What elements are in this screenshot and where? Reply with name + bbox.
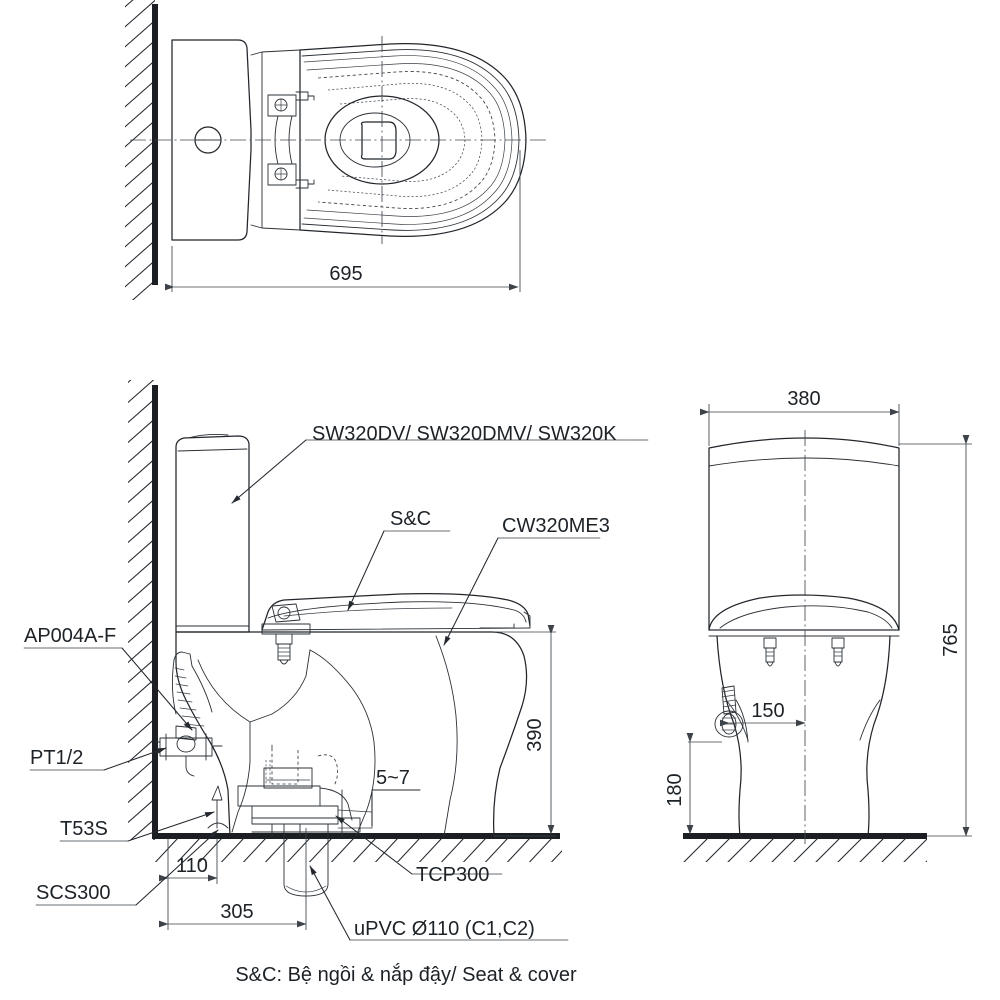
trap-connector-assembly	[237, 744, 373, 837]
side-view-wall	[128, 380, 158, 840]
label-cistern: SW320DV/ SW320DMV/ SW320K	[231, 423, 649, 504]
floor-anchor-bolt	[207, 785, 229, 829]
front-view: 380 765 150 180	[664, 388, 972, 862]
dimension-765: 765	[899, 435, 972, 837]
label-drain-pipe: uPVC Ø110 (C1,C2)	[309, 865, 569, 941]
floor-hatching	[154, 837, 562, 862]
side-view-floor	[152, 833, 562, 862]
dimension-110-label: 110	[176, 855, 208, 877]
seat-bolts-front	[763, 637, 845, 667]
label-floor-anchor: T53S	[59, 811, 215, 842]
wall-hatching	[125, 0, 155, 300]
label-bowl-text: CW320ME3	[502, 515, 610, 537]
seat-cover-front-profile	[708, 594, 900, 637]
side-wall-hatching	[128, 380, 156, 840]
seat-and-cover-side	[261, 592, 531, 633]
dimension-5-7: 5~7	[371, 767, 421, 827]
dimension-150: 150	[720, 700, 806, 727]
label-wax-ring-text: SCS300	[36, 882, 111, 904]
valve-front	[714, 685, 749, 743]
bowl-side-profile	[175, 631, 528, 837]
label-wax-ring: SCS300	[35, 829, 219, 906]
dimension-765-label: 765	[940, 623, 962, 656]
label-bowl: CW320ME3	[443, 515, 610, 646]
dimension-110: 110	[159, 838, 218, 884]
dimension-390-label: 390	[524, 718, 546, 751]
dimension-695: 695	[165, 150, 521, 292]
dimension-380: 380	[700, 388, 900, 446]
top-view: 695	[125, 0, 548, 300]
side-section-view: 390 5~7 110 305	[23, 380, 649, 941]
label-connector: TCP300	[335, 815, 503, 886]
dimension-150-label: 150	[751, 700, 784, 722]
dimension-180: 180	[664, 733, 722, 835]
seat-hinge-bolt-side	[261, 603, 311, 665]
label-angle-valve: AP004A-F	[23, 625, 193, 731]
dimension-305: 305	[159, 828, 307, 930]
label-cistern-text: SW320DV/ SW320DMV/ SW320K	[312, 423, 617, 445]
dimension-390: 390	[494, 625, 556, 837]
dimension-695-label: 695	[329, 263, 362, 285]
cistern-front-profile	[708, 437, 900, 631]
dimension-180-label: 180	[664, 773, 686, 806]
label-seat-cover-text: S&C	[390, 508, 431, 530]
label-supply-thread-text: PT1/2	[30, 747, 83, 769]
label-drain-pipe-text: uPVC Ø110 (C1,C2)	[354, 918, 535, 940]
dimension-305-label: 305	[220, 901, 253, 923]
label-floor-anchor-text: T53S	[60, 818, 108, 840]
top-view-wall	[125, 0, 158, 300]
front-floor-hatching	[683, 837, 927, 862]
supply-hose-and-valve	[154, 651, 223, 777]
front-view-floor	[683, 833, 927, 862]
cistern-side-profile	[175, 433, 250, 633]
label-supply-thread: PT1/2	[29, 747, 167, 771]
footer-caption: S&C: Bệ ngồi & nắp đậy/ Seat & cover	[235, 963, 577, 986]
label-angle-valve-text: AP004A-F	[24, 625, 116, 647]
dimension-5-7-label: 5~7	[376, 767, 410, 789]
bowl-front-profile	[716, 635, 891, 837]
label-seat-cover: S&C	[347, 508, 451, 611]
label-connector-text: TCP300	[416, 864, 489, 886]
dimension-380-label: 380	[787, 388, 820, 410]
